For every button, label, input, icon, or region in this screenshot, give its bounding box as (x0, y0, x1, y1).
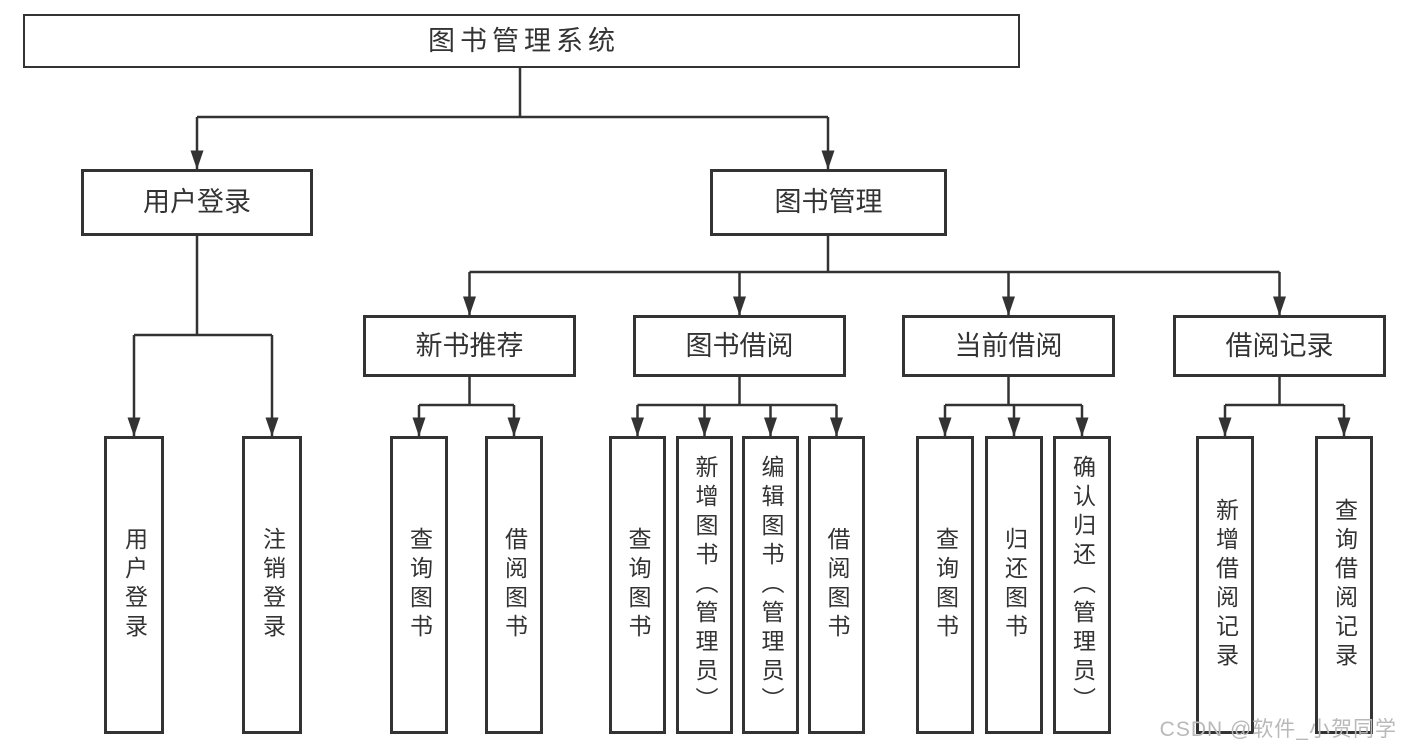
leaf-records-query-record: 查询借阅记录 (1315, 436, 1373, 734)
node-system-root: 图书管理系统 (23, 14, 1020, 68)
node-book-management: 图书管理 (710, 169, 947, 236)
watermark: CSDN @软件_小贺同学 (1159, 718, 1397, 741)
leaf-records-add-record: 新增借阅记录 (1196, 436, 1254, 734)
leaf-current-query-books: 查询图书 (916, 436, 974, 734)
leaf-current-return-books: 归还图书 (985, 436, 1043, 734)
node-current-borrowing: 当前借阅 (902, 315, 1115, 377)
leaf-borrow-add-books-admin: 新增图书（管理员） (676, 436, 733, 734)
leaf-borrow-query-books: 查询图书 (609, 436, 666, 734)
leaf-logout: 注销登录 (242, 436, 302, 734)
leaf-borrow-borrow-books: 借阅图书 (808, 436, 865, 734)
leaf-recommend-query-books: 查询图书 (390, 436, 448, 734)
leaf-recommend-borrow-books: 借阅图书 (485, 436, 543, 734)
node-new-book-recommendation: 新书推荐 (363, 315, 576, 377)
node-book-borrowing: 图书借阅 (633, 315, 846, 377)
leaf-user-login: 用户登录 (104, 436, 164, 734)
leaf-borrow-edit-books-admin: 编辑图书（管理员） (742, 436, 799, 734)
node-user-login: 用户登录 (81, 169, 313, 236)
leaf-current-confirm-return-admin: 确认归还（管理员） (1053, 436, 1111, 734)
node-borrowing-records: 借阅记录 (1173, 315, 1386, 377)
